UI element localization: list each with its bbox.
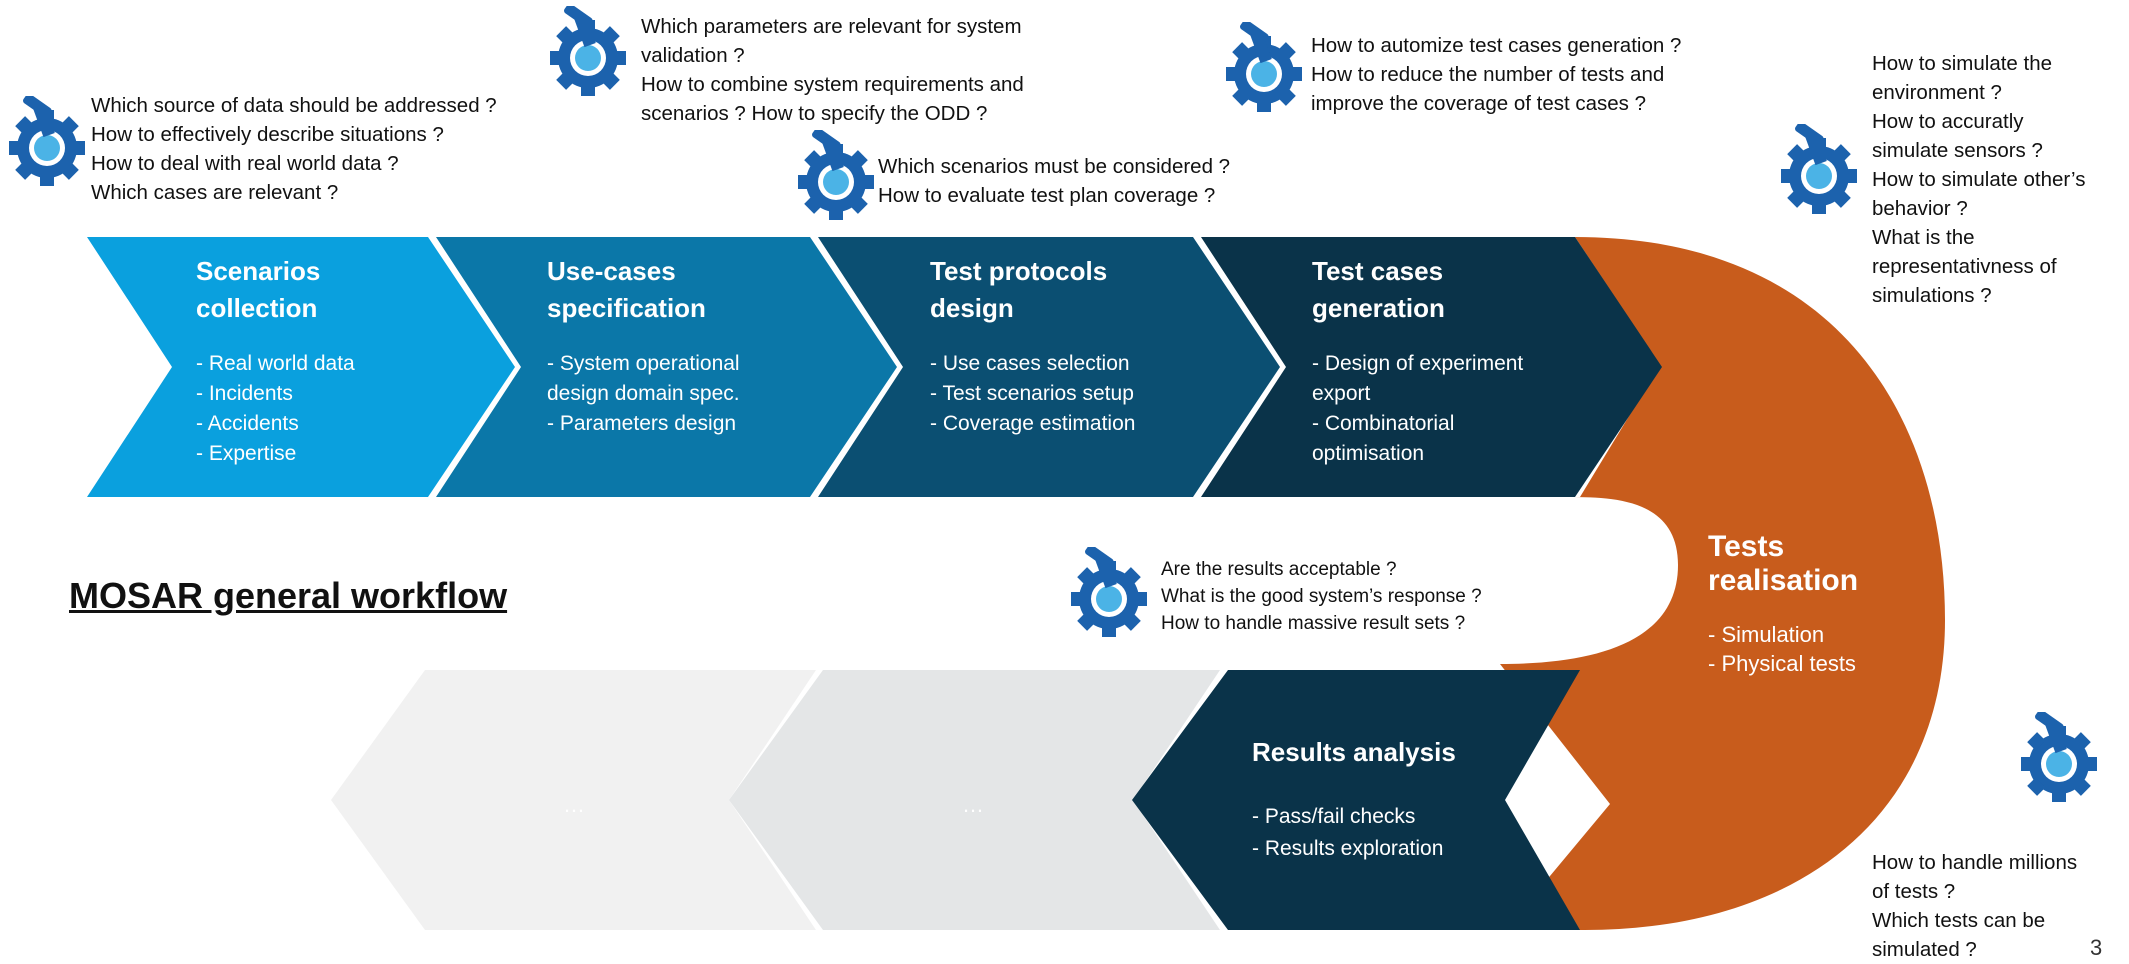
question-line: How to effectively describe situations ? — [91, 123, 444, 146]
question-line: of tests ? — [1872, 880, 1956, 903]
stage-item: - Parameters design — [547, 412, 737, 435]
question-line: improve the coverage of test cases ? — [1311, 92, 1647, 115]
stage-shape-scenarios — [87, 237, 515, 497]
stage-title-line: specification — [547, 293, 706, 323]
stage-item: - Expertise — [196, 442, 297, 465]
stage-title-line: Use-cases — [547, 256, 676, 286]
stage-item: - Pass/fail checks — [1252, 805, 1416, 828]
question-line: Which parameters are relevant for system — [641, 15, 1022, 38]
placeholder-ellipsis: … — [962, 792, 984, 817]
question-line: environment ? — [1872, 81, 2002, 104]
stage-item: - Results exploration — [1252, 837, 1444, 860]
stage-item: export — [1312, 382, 1371, 405]
stage-title-line: Scenarios — [196, 256, 321, 286]
stage-item: - System operational — [547, 352, 740, 375]
stage-test-protocols-design: Test protocols design - Use cases select… — [930, 253, 1135, 439]
question-line: simulations ? — [1872, 284, 1992, 307]
question-line: simulated ? — [1872, 938, 1977, 961]
placeholder-shape-2 — [729, 670, 1220, 930]
gear-flask-icon — [550, 6, 626, 96]
question-line: What is the — [1872, 226, 1975, 249]
question-line: Which tests can be — [1872, 909, 2046, 932]
question-block-test-protocols: Which scenarios must be considered ? How… — [878, 152, 1230, 210]
gear-flask-icon — [798, 130, 874, 220]
question-line: behavior ? — [1872, 197, 1968, 220]
stage-item: - Coverage estimation — [930, 412, 1136, 435]
stage-item: design domain spec. — [547, 382, 740, 405]
stage-item: - Combinatorial — [1312, 412, 1455, 435]
stage-tests-realisation: Tests realisation - Simulation - Physica… — [1708, 530, 1858, 678]
stage-scenarios-collection: Scenarios collection - Real world data -… — [196, 253, 355, 469]
stage-shape-test-cases — [1201, 237, 1662, 497]
results-analysis-shape — [1132, 670, 1580, 930]
question-line: How to handle millions — [1872, 851, 2078, 874]
stage-title-line: Results analysis — [1252, 737, 1456, 767]
question-block-tests-volume: How to handle millions of tests ? Which … — [1872, 848, 2077, 964]
stage-results-analysis: Results analysis - Pass/fail checks - Re… — [1252, 734, 1456, 865]
stage-item: - Real world data — [196, 352, 355, 375]
stage-title-line: realisation — [1708, 564, 1859, 597]
stage-item: - Incidents — [196, 382, 293, 405]
question-line: How to simulate other’s — [1872, 168, 2086, 191]
question-line: validation ? — [641, 44, 745, 67]
gear-flask-icon — [9, 96, 85, 186]
question-block-scenarios: Which source of data should be addressed… — [91, 91, 497, 207]
question-line: How to evaluate test plan coverage ? — [878, 184, 1216, 207]
stage-shape-use-cases — [436, 237, 897, 497]
stage-title-line: Tests — [1708, 530, 1785, 563]
stage-title-line: Test protocols — [930, 256, 1108, 286]
page-title: MOSAR general workflow — [69, 575, 508, 616]
question-line: Which source of data should be addressed… — [91, 94, 497, 117]
stage-shape-test-protocols — [818, 237, 1280, 497]
gear-flask-icon — [1226, 22, 1302, 112]
stage-title-line: design — [930, 293, 1014, 323]
stage-item: - Use cases selection — [930, 352, 1130, 375]
stage-item: - Design of experiment — [1312, 352, 1524, 375]
placeholder-ellipsis: … — [563, 792, 585, 817]
stage-item: - Accidents — [196, 412, 299, 435]
question-line: What is the good system’s response ? — [1161, 586, 1482, 607]
question-block-simulation: How to simulate the environment ? How to… — [1872, 49, 2085, 310]
stage-use-cases-specification: Use-cases specification - System operati… — [547, 253, 740, 439]
question-line: representativness of — [1872, 255, 2057, 278]
question-line: Which cases are relevant ? — [91, 181, 339, 204]
stage-item: - Test scenarios setup — [930, 382, 1134, 405]
stage-item: optimisation — [1312, 442, 1425, 465]
question-line: How to reduce the number of tests and — [1311, 63, 1665, 86]
question-line: scenarios ? How to specify the ODD ? — [641, 102, 988, 125]
stage-title-line: generation — [1312, 293, 1445, 323]
placeholder-shape-1 — [331, 670, 816, 930]
stage-test-cases-generation: Test cases generation - Design of experi… — [1312, 253, 1523, 469]
question-line: How to handle massive result sets ? — [1161, 613, 1466, 634]
question-line: simulate sensors ? — [1872, 139, 2043, 162]
question-block-use-cases: Which parameters are relevant for system… — [641, 12, 1024, 128]
tests-realisation-shape — [1500, 237, 1945, 930]
question-line: How to deal with real world data ? — [91, 152, 399, 175]
stage-title-line: collection — [196, 293, 318, 323]
gear-flask-icon — [1071, 547, 1147, 637]
question-block-results: Are the results acceptable ? What is the… — [1161, 556, 1482, 637]
stage-item: - Simulation — [1708, 622, 1825, 647]
stage-title-line: Test cases — [1312, 256, 1444, 286]
stage-item: - Physical tests — [1708, 651, 1856, 676]
question-line: Which scenarios must be considered ? — [878, 155, 1231, 178]
gear-flask-icon — [1781, 124, 1857, 214]
question-line: How to accuratly — [1872, 110, 2024, 133]
page-number: 3 — [2090, 935, 2103, 960]
question-line: How to simulate the — [1872, 52, 2053, 75]
question-line: Are the results acceptable ? — [1161, 559, 1397, 580]
gear-flask-icon — [2021, 712, 2097, 802]
question-block-test-cases: How to automize test cases generation ? … — [1311, 31, 1681, 118]
question-line: How to automize test cases generation ? — [1311, 34, 1682, 57]
question-line: How to combine system requirements and — [641, 73, 1024, 96]
